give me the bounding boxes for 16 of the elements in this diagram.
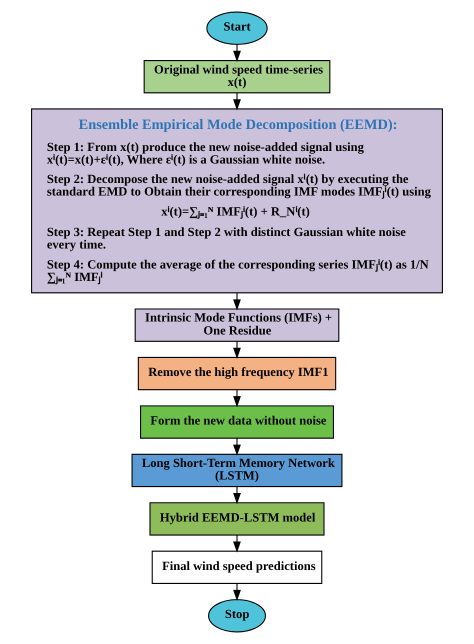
node-box: Ensemble Empirical Mode Decomposition (EEMD): Step 1: From x(t) produce the new noise-added signal using xⁱ(t)=x(t)+εⁱ(t), Where εⁱ(t) is a Gaussian white noise. Step 2: Decompose the new noise-added signal xⁱ(t) by executing the standard EMD to Obtain their corresponding IMF modes IMFⱼⁱ(t) using xⁱ(t)=∑ⱼ₌₁ᴺ IMFⱼⁱ(t) + R_Nⁱ(t) Step 3: Repeat Step 1 and Step 2 with distinct Gaussian white noise every time. Step 4: Compute the average of the corresponding series IMFⱼⁱ(t) as 1/N ∑ⱼ₌₁ᴺ IMFⱼⁱ: [31, 108, 443, 294]
node-box: Hybrid EEMD-LSTM model: [149, 502, 325, 536]
arrow: [233, 438, 241, 456]
node-box: Final wind speed predictions: [152, 550, 322, 584]
node-box: Long Short-Term Memory Network (LSTM): [132, 454, 342, 488]
arrow: [233, 584, 241, 602]
node-ellipse: Start: [206, 12, 268, 45]
node-box: Intrinsic Mode Functions (IMFs) + One Residue: [134, 308, 340, 342]
node-box: Form the new data without noise: [140, 405, 334, 439]
node-ellipse: Stop: [208, 599, 266, 632]
node-box: Remove the high frequency IMF1: [138, 356, 336, 390]
arrow: [233, 486, 241, 504]
node-box: Original wind speed time-series x(t): [144, 60, 330, 94]
arrow: [233, 535, 241, 553]
arrow: [233, 44, 241, 62]
arrow: [233, 293, 241, 310]
